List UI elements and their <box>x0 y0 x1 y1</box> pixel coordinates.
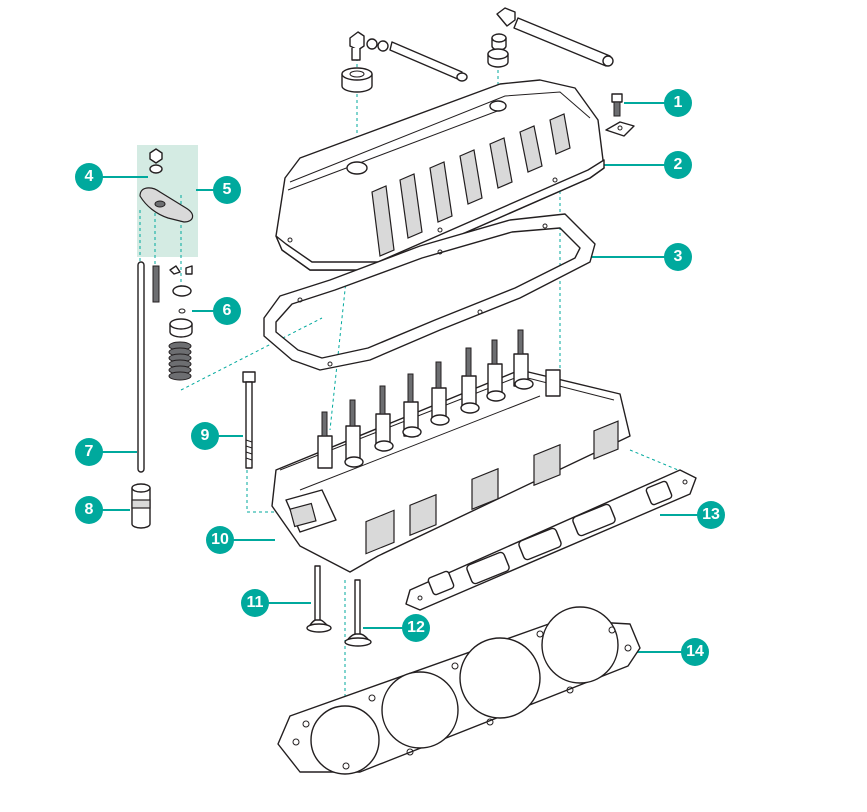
cylinder-head <box>271 329 631 573</box>
pcv-hose-assembly <box>341 7 614 93</box>
callout-9: 9 <box>191 422 219 450</box>
callout-5: 5 <box>213 176 241 204</box>
callout-13: 13 <box>697 501 725 529</box>
callout-2: 2 <box>664 151 692 179</box>
valve-cover <box>275 79 605 271</box>
callout-7: 7 <box>75 438 103 466</box>
intake-valve <box>344 579 372 647</box>
callout-10: 10 <box>206 526 234 554</box>
callout-14: 14 <box>681 638 709 666</box>
callout-8: 8 <box>75 496 103 524</box>
rocker-studs <box>317 329 561 469</box>
callout-12: 12 <box>402 614 430 642</box>
callout-6: 6 <box>213 297 241 325</box>
callout-11: 11 <box>241 589 269 617</box>
rocker-arm-assembly <box>139 148 194 381</box>
valve-spring <box>168 341 192 381</box>
gasket-bolt-holes <box>292 626 632 770</box>
valve-cover-ribs <box>371 113 571 257</box>
callout-4: 4 <box>75 163 103 191</box>
cover-bolt-and-clip <box>605 93 635 137</box>
spring-seats <box>344 378 534 468</box>
exhaust-valve <box>306 565 332 633</box>
intake-ports <box>365 420 619 555</box>
head-bolt <box>242 371 256 469</box>
hydraulic-lifter <box>131 483 151 529</box>
pushrod <box>137 261 145 473</box>
head-gasket <box>277 606 641 775</box>
callout-1: 1 <box>664 89 692 117</box>
valve-cover-gasket <box>263 213 596 371</box>
intake-manifold-gasket <box>405 469 697 611</box>
callout-3: 3 <box>664 243 692 271</box>
